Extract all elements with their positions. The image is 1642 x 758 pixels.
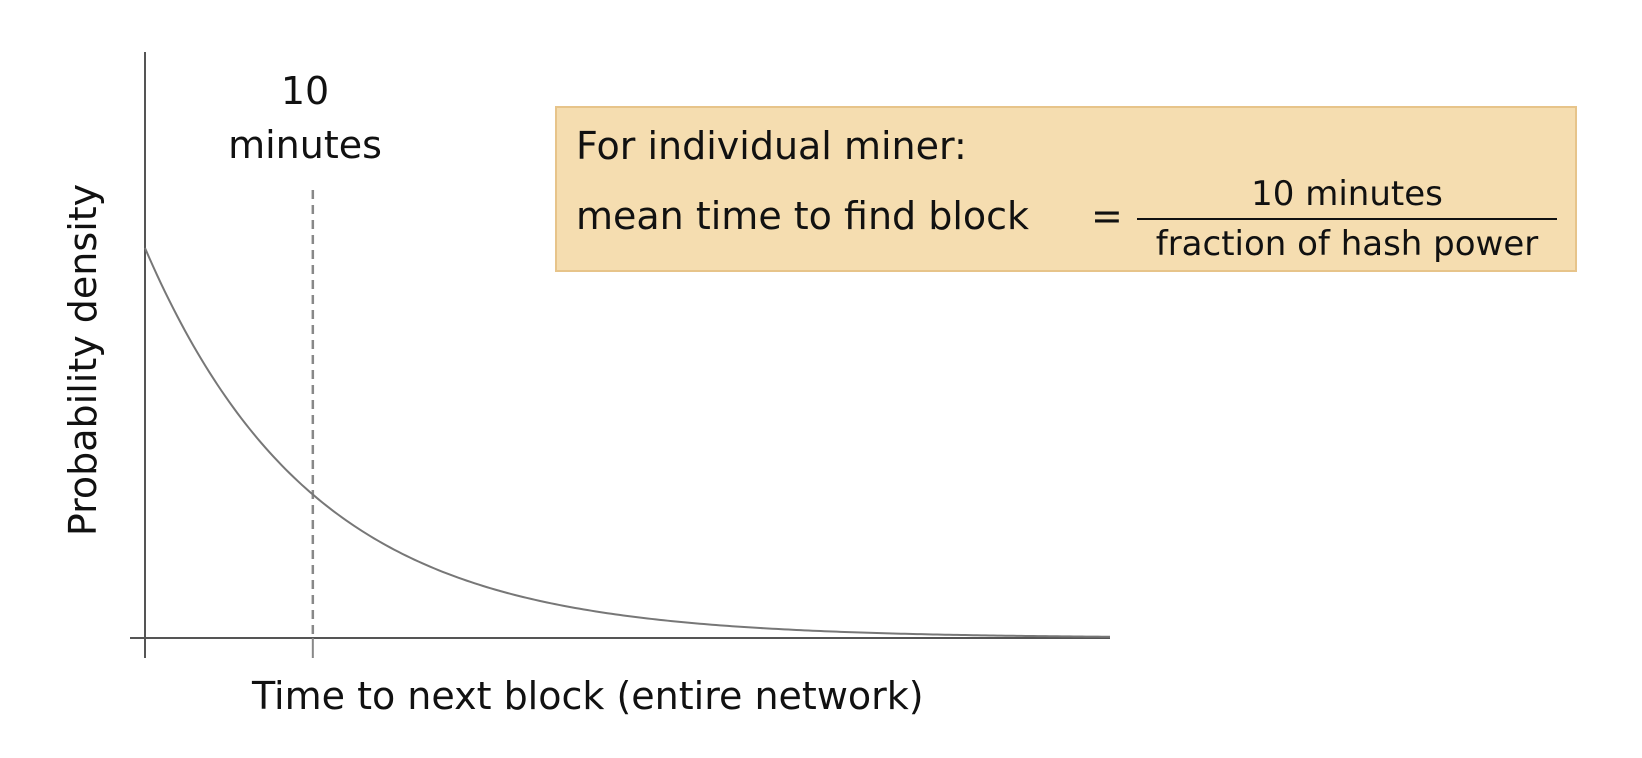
x-axis-label: Time to next block (entire network): [252, 674, 924, 718]
marker-label-value: 10: [280, 69, 330, 113]
formula-fraction-bar: [1137, 218, 1557, 220]
marker-label-unit: minutes: [228, 123, 382, 167]
formula-fraction: 10 minutes fraction of hash power: [1137, 174, 1557, 264]
exponential-density-curve: [144, 247, 1111, 638]
formula-equals-sign: =: [1091, 194, 1123, 238]
formula-callout-box: For individual miner: mean time to find …: [555, 106, 1577, 272]
formula-numerator: 10 minutes: [1251, 174, 1443, 214]
formula-left-side: mean time to find block: [576, 194, 1030, 238]
formula-denominator: fraction of hash power: [1155, 224, 1539, 264]
formula-heading: For individual miner:: [576, 124, 967, 168]
y-axis-label: Probability density: [61, 183, 105, 537]
